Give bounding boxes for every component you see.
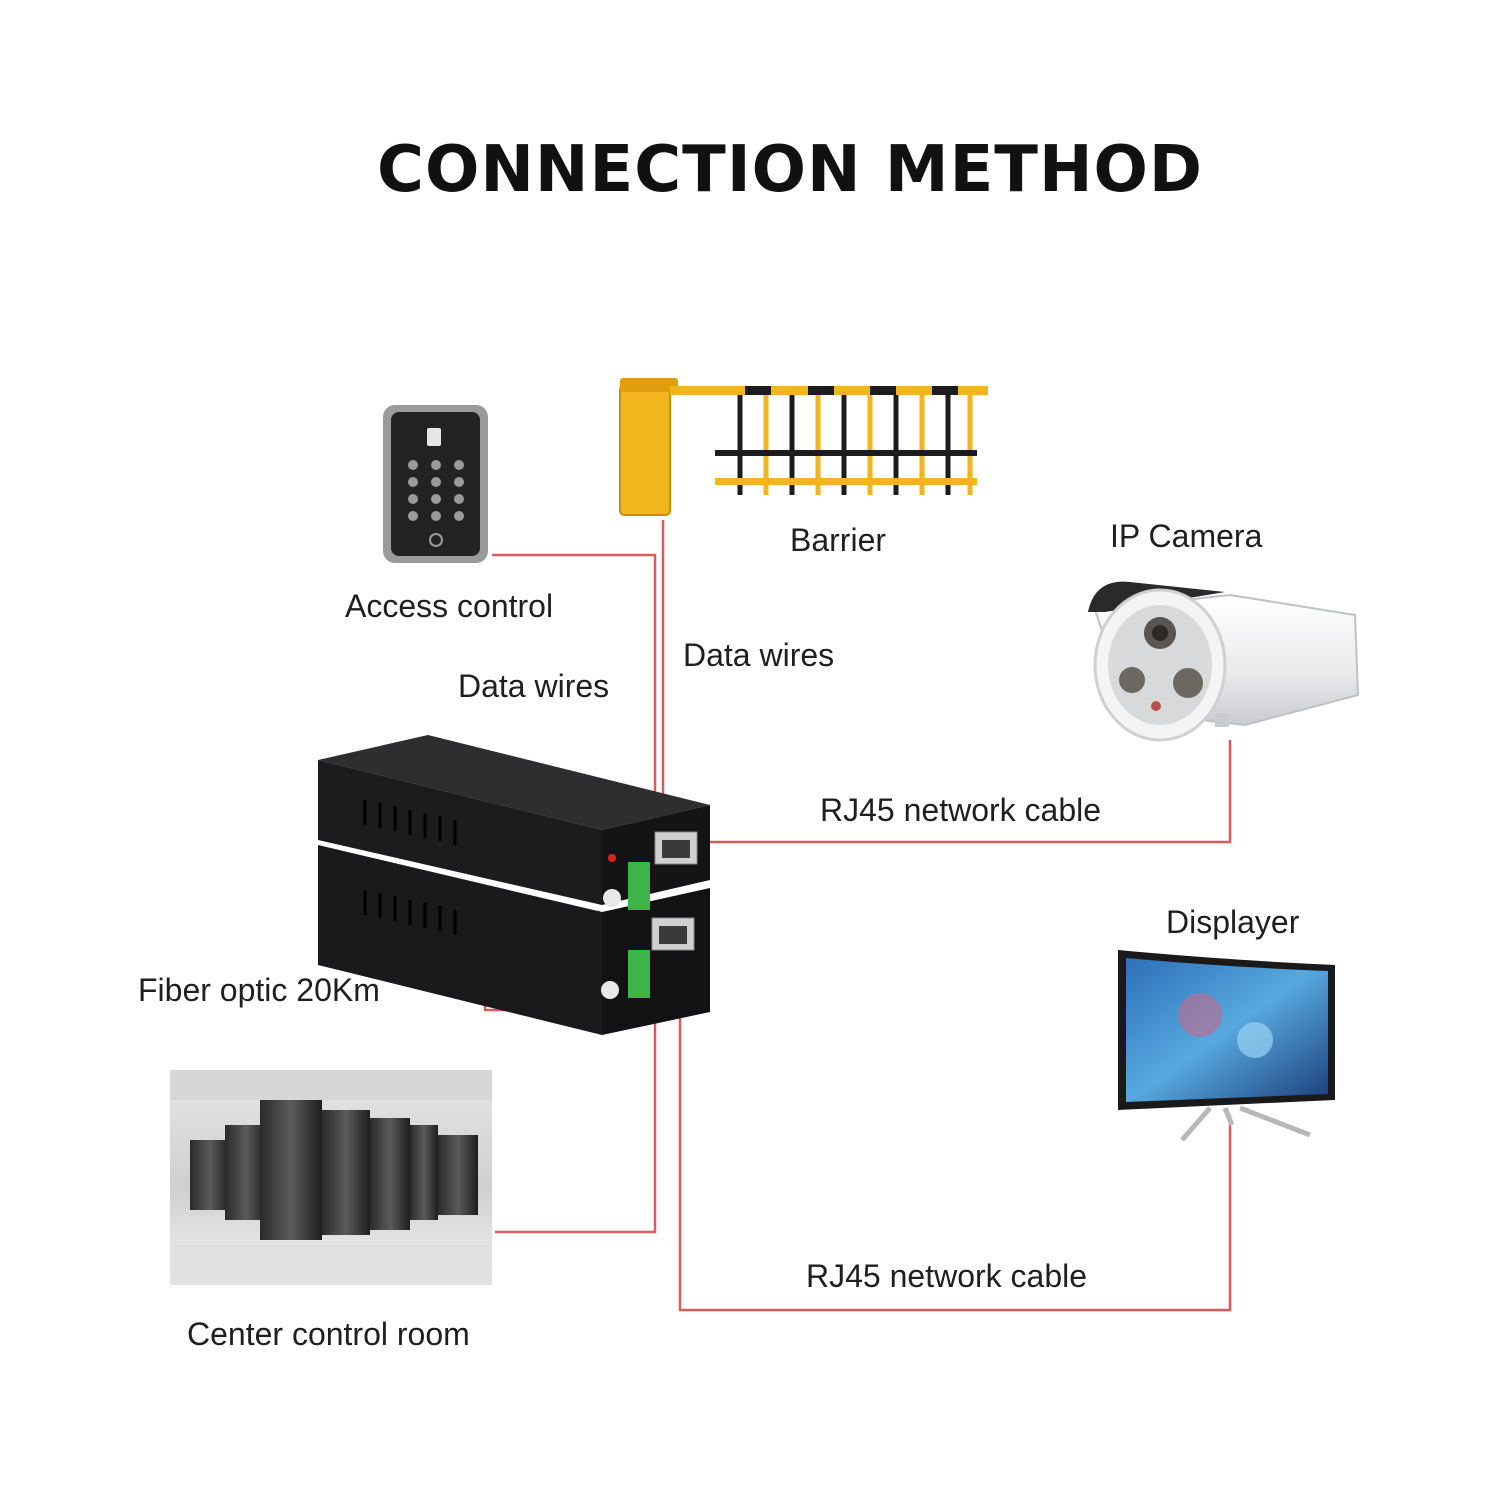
wire-center-control — [495, 1000, 657, 1234]
label-ip-camera: IP Camera — [1110, 518, 1263, 554]
diagram-title: CONNECTION METHOD — [376, 133, 1204, 207]
wire-displayer — [678, 960, 1232, 1312]
barrier-gate-icon — [619, 378, 988, 516]
label-rj45-bottom: RJ45 network cable — [806, 1258, 1088, 1294]
displayer-monitor-icon — [1118, 950, 1335, 1142]
label-data-wires-left: Data wires — [458, 668, 610, 704]
label-fiber-optic: Fiber optic 20Km — [138, 972, 380, 1008]
media-converter-icon — [318, 735, 710, 1035]
label-access-control: Access control — [345, 588, 554, 624]
server-room-icon — [170, 1070, 492, 1285]
label-rj45-top: RJ45 network cable — [820, 792, 1102, 828]
label-displayer: Displayer — [1166, 904, 1300, 940]
ip-camera-icon — [1088, 581, 1360, 742]
label-data-wires-right: Data wires — [683, 637, 835, 673]
label-barrier: Barrier — [790, 522, 887, 558]
wire-ip-camera — [700, 740, 1232, 844]
wire-access-control — [492, 553, 657, 840]
access-control-keypad-icon — [383, 405, 488, 563]
label-center-control-room: Center control room — [187, 1316, 470, 1352]
